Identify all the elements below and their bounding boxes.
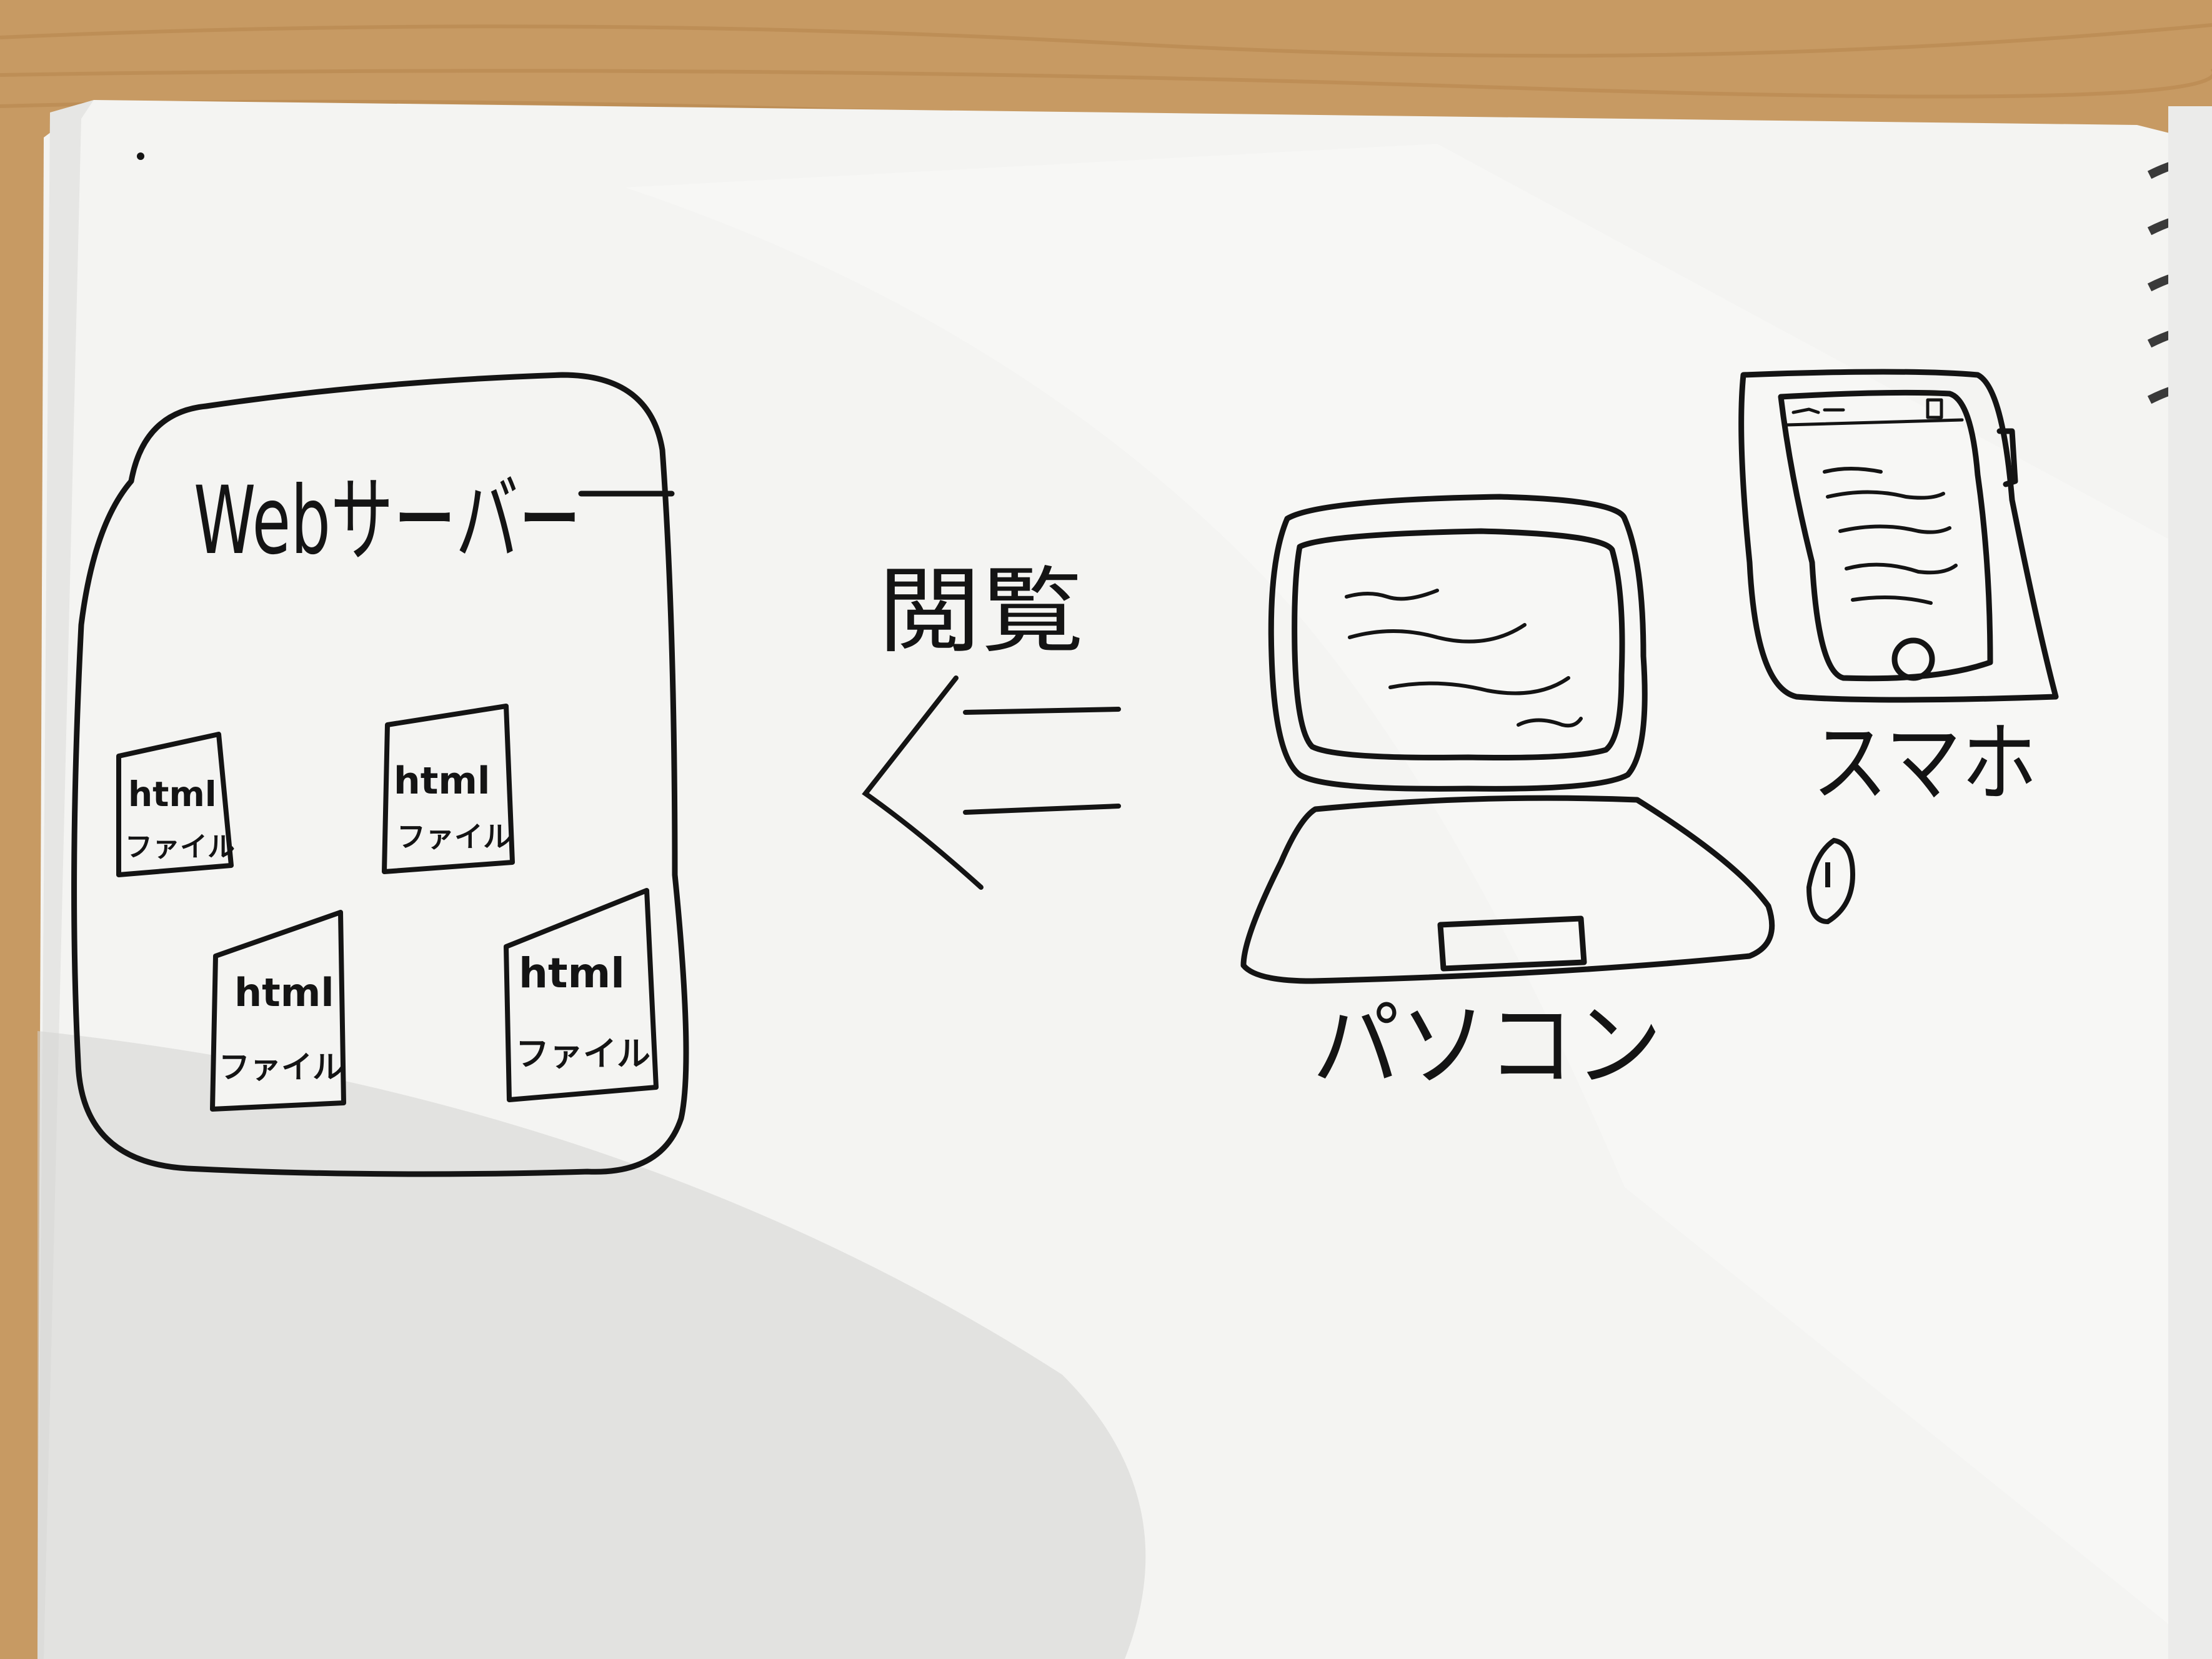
arrow-head bbox=[862, 675, 984, 890]
html-file: html ファイル bbox=[116, 732, 235, 877]
file-icon bbox=[504, 888, 659, 1102]
screen-text-line bbox=[1517, 717, 1583, 728]
web-server bbox=[71, 372, 689, 1177]
phone-text-line bbox=[1826, 490, 1945, 500]
file-label-type: ファイル bbox=[125, 831, 235, 863]
file-icon bbox=[116, 732, 234, 877]
phone-status-bar bbox=[1785, 418, 1964, 427]
arrow-line-bottom bbox=[963, 804, 1121, 815]
phone-drawing bbox=[1738, 369, 2059, 703]
screen-text-line bbox=[1345, 589, 1439, 601]
phone-text-line bbox=[1845, 562, 1958, 575]
server-outline bbox=[71, 372, 689, 1177]
file-label-ext: html bbox=[128, 774, 217, 814]
phone-screen bbox=[1778, 389, 1993, 682]
file-label-ext: html bbox=[394, 759, 490, 803]
mouse-icon bbox=[1806, 837, 1856, 925]
photo-shadow bbox=[37, 1031, 1146, 1659]
html-file: html ファイル bbox=[210, 910, 346, 1112]
phone-text-line bbox=[1838, 524, 1951, 534]
photo-shadow-top bbox=[625, 144, 2212, 1659]
file-icon bbox=[210, 910, 346, 1112]
phone-label: スマホ bbox=[1812, 713, 2037, 815]
keyboard-base bbox=[1240, 795, 1775, 984]
arrow-left bbox=[862, 675, 1121, 890]
phone-outer bbox=[1738, 369, 2059, 703]
file-icon bbox=[382, 704, 515, 874]
screen-text-line bbox=[1348, 623, 1527, 644]
file-label-type: ファイル bbox=[516, 1034, 650, 1074]
phone-text-line bbox=[1823, 467, 1883, 474]
server-title: Webサーバー bbox=[194, 467, 581, 575]
arrow-label: 閲覧 bbox=[878, 557, 1084, 666]
file-label-type: ファイル bbox=[397, 820, 512, 854]
side-button bbox=[1996, 428, 2018, 487]
touchpad bbox=[1437, 915, 1587, 972]
pc-label: パソコン bbox=[1312, 992, 1662, 1100]
html-file: html ファイル bbox=[382, 704, 515, 874]
file-label-type: ファイル bbox=[219, 1049, 344, 1085]
ink-dot bbox=[137, 152, 144, 160]
monitor-screen bbox=[1292, 528, 1625, 760]
html-file: html ファイル bbox=[504, 888, 659, 1102]
next-page-edge bbox=[2168, 106, 2212, 1659]
screen-text-line bbox=[1388, 676, 1570, 695]
arrow-line-top bbox=[963, 707, 1121, 715]
home-button bbox=[1891, 637, 1935, 681]
file-label-ext: html bbox=[519, 949, 625, 997]
signal-icon bbox=[1791, 407, 1845, 414]
pc-drawing bbox=[1240, 494, 1775, 984]
battery-icon bbox=[1926, 398, 1943, 419]
phone-text-line bbox=[1851, 595, 1933, 605]
file-label-ext: html bbox=[234, 970, 334, 1015]
monitor-outer bbox=[1268, 494, 1648, 792]
